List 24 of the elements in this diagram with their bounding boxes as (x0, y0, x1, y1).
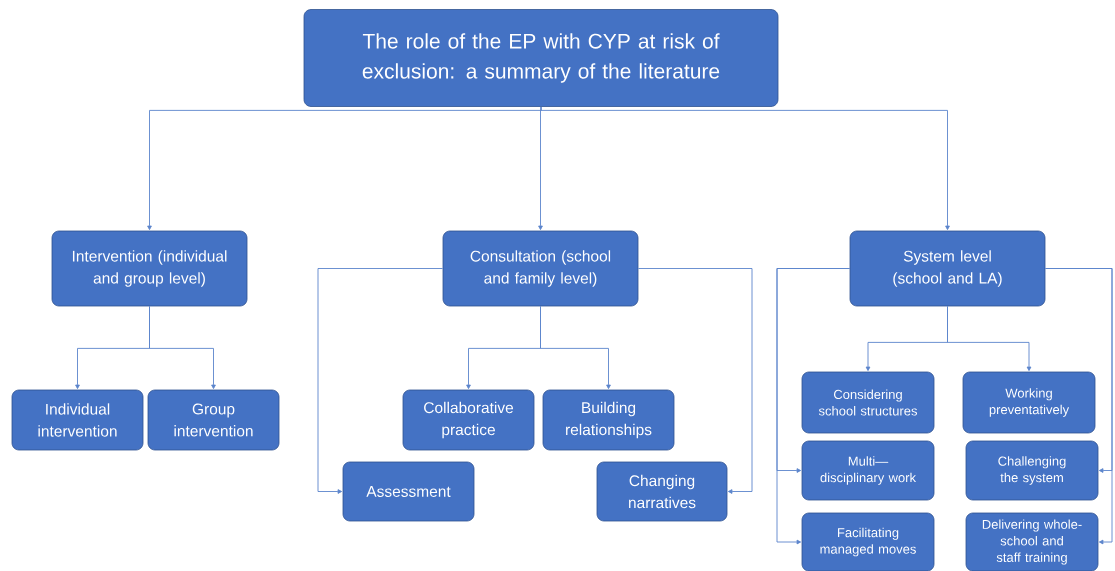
topic-box: Consultation (school and family level) (442, 230, 639, 307)
topic-box: Facilitating managed moves (801, 512, 935, 571)
arrow (149, 305, 216, 390)
arrow (317, 268, 444, 494)
topic-box: Collaborative practice (402, 389, 535, 451)
topic-box: Considering school structures (801, 371, 935, 434)
topic-box: Challenging the system (965, 440, 1099, 501)
topic-box: Group intervention (147, 389, 280, 451)
title-box: The role of the EP with CYP at risk of exclusion: a summary of the literature (303, 9, 779, 107)
arrow (637, 268, 753, 494)
arrow (776, 268, 851, 545)
topic-box: System level (school and LA) (849, 230, 1046, 307)
arrow (540, 106, 950, 231)
topic-box: Assessment (342, 461, 475, 522)
topic-box: Building relationships (542, 389, 675, 451)
topic-box: Delivering whole-school and staff training (965, 512, 1099, 571)
topic-box: Changing narratives (596, 461, 728, 522)
arrow (1044, 268, 1113, 545)
arrow (540, 305, 611, 390)
topic-box: Individual intervention (11, 389, 144, 451)
arrow (947, 305, 1032, 372)
topic-box: Working preventatively (962, 371, 1096, 434)
topic-box: Multi— disciplinary work (801, 440, 935, 501)
topic-box: Intervention (individual and group level) (51, 230, 248, 307)
